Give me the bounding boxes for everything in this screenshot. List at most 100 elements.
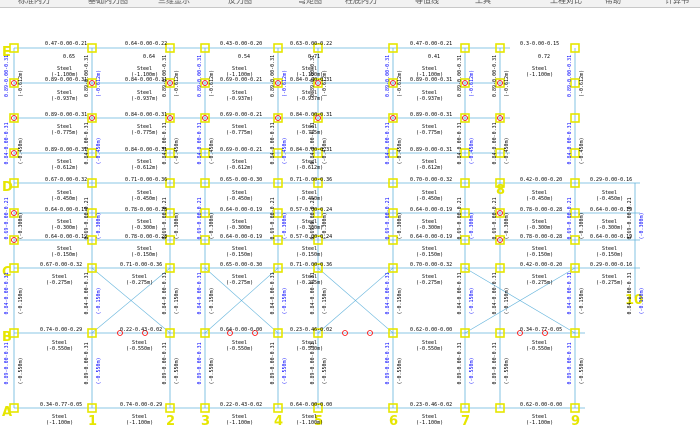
member-marker-18[interactable] [497, 80, 503, 86]
column-node-50[interactable] [570, 178, 580, 188]
member-marker-20[interactable] [11, 210, 17, 216]
menu-item-11[interactable]: 计算书 [665, 0, 689, 5]
menu-item-9[interactable]: 工程对比 [550, 0, 582, 5]
member-marker-13[interactable] [315, 115, 321, 121]
column-node-68[interactable] [460, 235, 470, 245]
member-marker-26[interactable] [227, 330, 233, 336]
column-node-58[interactable] [460, 208, 470, 218]
member-marker-8[interactable] [202, 80, 208, 86]
member-marker-15[interactable] [390, 115, 396, 121]
column-node-74[interactable] [200, 263, 210, 273]
column-node-15[interactable] [273, 78, 283, 88]
column-node-37[interactable] [388, 148, 398, 158]
member-marker-19[interactable] [497, 115, 503, 121]
column-node-14[interactable] [200, 78, 210, 88]
member-marker-14[interactable] [390, 80, 396, 86]
column-node-82[interactable] [87, 328, 97, 338]
column-node-81[interactable] [9, 328, 19, 338]
member-marker-24[interactable] [117, 330, 123, 336]
menu-item-6[interactable]: 柱底内力 [345, 0, 377, 5]
column-node-22[interactable] [87, 113, 97, 123]
member-marker-30[interactable] [517, 330, 523, 336]
column-node-51[interactable] [9, 208, 19, 218]
column-node-65[interactable] [273, 235, 283, 245]
brace-line-6[interactable] [317, 267, 394, 334]
column-node-17[interactable] [388, 78, 398, 88]
column-node-12[interactable] [87, 78, 97, 88]
column-node-55[interactable] [273, 208, 283, 218]
column-node-70[interactable] [570, 235, 580, 245]
column-node-85[interactable] [273, 328, 283, 338]
column-node-59[interactable] [495, 208, 505, 218]
column-node-52[interactable] [87, 208, 97, 218]
column-node-39[interactable] [495, 148, 505, 158]
column-node-6[interactable] [313, 43, 323, 53]
column-node-23[interactable] [165, 113, 175, 123]
column-node-76[interactable] [313, 263, 323, 273]
column-node-38[interactable] [460, 148, 470, 158]
brace-line-2[interactable] [91, 267, 171, 334]
column-node-3[interactable] [165, 43, 175, 53]
member-marker-9[interactable] [202, 115, 208, 121]
column-node-2[interactable] [87, 43, 97, 53]
column-node-62[interactable] [87, 235, 97, 245]
column-node-69[interactable] [495, 235, 505, 245]
member-marker-21[interactable] [11, 237, 17, 243]
column-node-83[interactable] [165, 328, 175, 338]
column-node-98[interactable] [460, 403, 470, 413]
column-node-67[interactable] [388, 235, 398, 245]
menu-item-4[interactable]: 反力图 [228, 0, 252, 5]
column-node-29[interactable] [495, 113, 505, 123]
column-node-35[interactable] [273, 148, 283, 158]
column-node-24[interactable] [200, 113, 210, 123]
column-node-33[interactable] [165, 148, 175, 158]
column-node-97[interactable] [388, 403, 398, 413]
column-node-30[interactable] [570, 113, 580, 123]
column-node-56[interactable] [313, 208, 323, 218]
column-node-34[interactable] [200, 148, 210, 158]
member-marker-10[interactable] [275, 80, 281, 86]
column-node-46[interactable] [313, 178, 323, 188]
column-node-4[interactable] [200, 43, 210, 53]
column-node-78[interactable] [460, 263, 470, 273]
menu-item-1[interactable]: 标准内力 [18, 0, 50, 5]
column-node-86[interactable] [313, 328, 323, 338]
column-node-89[interactable] [495, 328, 505, 338]
column-node-66[interactable] [313, 235, 323, 245]
column-node-45[interactable] [273, 178, 283, 188]
column-node-87[interactable] [388, 328, 398, 338]
column-node-36[interactable] [313, 148, 323, 158]
column-node-8[interactable] [460, 43, 470, 53]
member-marker-7[interactable] [167, 115, 173, 121]
column-node-61[interactable] [9, 235, 19, 245]
menu-item-8[interactable]: 工具 [475, 0, 491, 5]
column-node-63[interactable] [165, 235, 175, 245]
menu-item-2[interactable]: 基础内力图 [88, 0, 128, 5]
column-node-13[interactable] [165, 78, 175, 88]
column-node-26[interactable] [313, 113, 323, 123]
column-node-28[interactable] [460, 113, 470, 123]
column-node-96[interactable] [313, 403, 323, 413]
column-node-57[interactable] [388, 208, 398, 218]
menu-item-10[interactable]: 帮助 [605, 0, 621, 5]
column-node-60[interactable] [570, 208, 580, 218]
column-node-88[interactable] [460, 328, 470, 338]
column-node-72[interactable] [87, 263, 97, 273]
member-marker-11[interactable] [275, 115, 281, 121]
column-node-27[interactable] [388, 113, 398, 123]
column-node-47[interactable] [388, 178, 398, 188]
column-node-84[interactable] [200, 328, 210, 338]
column-node-32[interactable] [87, 148, 97, 158]
column-node-94[interactable] [200, 403, 210, 413]
column-node-43[interactable] [165, 178, 175, 188]
column-node-41[interactable] [9, 178, 19, 188]
member-marker-17[interactable] [462, 115, 468, 121]
column-node-44[interactable] [200, 178, 210, 188]
column-node-7[interactable] [388, 43, 398, 53]
member-marker-1[interactable] [11, 80, 17, 86]
column-node-48[interactable] [460, 178, 470, 188]
column-node-20[interactable] [570, 78, 580, 88]
column-node-90[interactable] [570, 328, 580, 338]
column-node-18[interactable] [460, 78, 470, 88]
